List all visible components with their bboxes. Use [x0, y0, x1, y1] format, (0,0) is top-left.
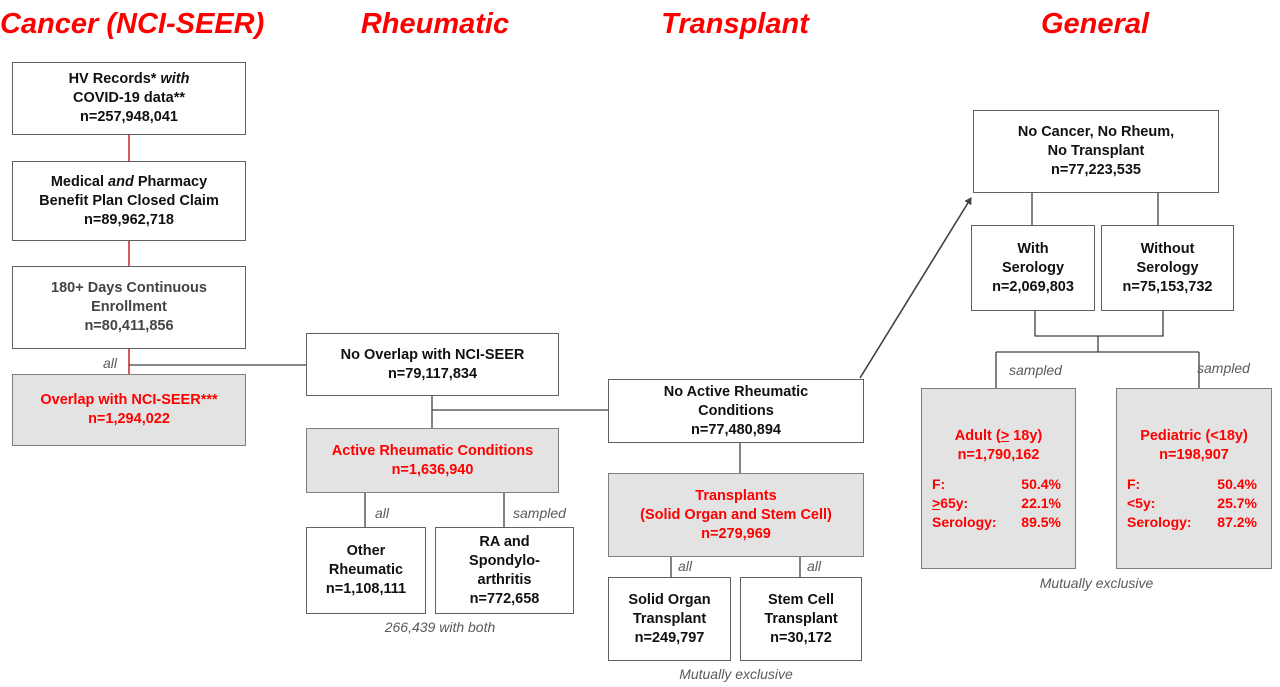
- pediatric-stat-under5: <5y:25.7%: [1127, 495, 1257, 511]
- solid-organ-line2: Transplant: [632, 610, 707, 627]
- transplants-line1: Transplants: [695, 487, 777, 504]
- no-cancer-count: n=77,223,535: [1051, 162, 1141, 178]
- other-rheum-line2: Rheumatic: [328, 562, 404, 578]
- pediatric-box: Pediatric (<18y) n=198,907 F:50.4% <5y:2…: [1116, 388, 1272, 569]
- solid-organ-count: n=249,797: [634, 629, 705, 646]
- enrollment-box: 180+ Days Continuous Enrollment n=80,411…: [12, 266, 246, 349]
- without-serology-count: n=75,153,732: [1122, 278, 1213, 295]
- enrollment-line1: 180+ Days Continuous: [51, 280, 207, 296]
- closed-claim-line2: Benefit Plan Closed Claim: [39, 192, 219, 209]
- label-all-rheum: all: [375, 505, 390, 521]
- without-serology-line1: Without: [1140, 240, 1195, 257]
- ra-spondylo-line1: RA and: [479, 533, 530, 550]
- label-both-note: 266,439 with both: [384, 619, 496, 635]
- enrollment-count: n=80,411,856: [84, 318, 174, 334]
- pediatric-count: n=198,907: [1159, 447, 1229, 463]
- active-rheum-line1: Active Rheumatic Conditions: [331, 442, 534, 459]
- transplants-box: Transplants (Solid Organ and Stem Cell) …: [608, 473, 864, 557]
- adult-stat-female: F:50.4%: [932, 476, 1061, 492]
- no-overlap-seer-box: No Overlap with NCI-SEER n=79,117,834: [306, 333, 559, 396]
- title-transplant: Transplant: [661, 8, 809, 40]
- label-sampled-rheum: sampled: [513, 505, 566, 521]
- bracket-sampled-split: [995, 351, 1200, 388]
- label-mutually-exclusive-general: Mutually exclusive: [1039, 575, 1154, 591]
- solid-organ-line1: Solid Organ: [628, 591, 711, 608]
- adult-stat-serology: Serology:89.5%: [932, 514, 1061, 530]
- stem-cell-box: Stem Cell Transplant n=30,172: [740, 577, 862, 661]
- bracket-serology-merge: [1034, 311, 1164, 352]
- no-active-rheum-line2: Conditions: [698, 402, 774, 419]
- adult-box: Adult (> 18y) n=1,790,162 F:50.4% >65y:2…: [921, 388, 1076, 569]
- ra-spondylo-line2: Spondylo-: [469, 552, 540, 569]
- active-rheum-box: Active Rheumatic Conditions n=1,636,940: [306, 428, 559, 493]
- closed-claim-box: Medical and Pharmacy Benefit Plan Closed…: [12, 161, 246, 241]
- hv-records-count: n=257,948,041: [80, 109, 178, 125]
- pediatric-stat-serology: Serology:87.2%: [1127, 514, 1257, 530]
- adult-stats: F:50.4% >65y:22.1% Serology:89.5%: [922, 475, 1075, 532]
- label-sampled-pediatric: sampled: [1197, 360, 1250, 376]
- stem-cell-line2: Transplant: [764, 610, 838, 627]
- ra-spondylo-count: n=772,658: [469, 590, 540, 607]
- active-rheum-count: n=1,636,940: [391, 461, 474, 478]
- closed-claim-line1: Medical and Pharmacy: [50, 173, 208, 190]
- no-overlap-seer-count: n=79,117,834: [387, 365, 478, 382]
- overlap-seer-count: n=1,294,022: [88, 411, 170, 427]
- line-no-cancer-to-serology: [1031, 193, 1159, 225]
- other-rheum-line1: Other: [346, 543, 386, 559]
- no-cancer-box: No Cancer, No Rheum, No Transplant n=77,…: [973, 110, 1219, 193]
- title-general: General: [1041, 8, 1149, 40]
- hv-records-box: HV Records* with COVID-19 data** n=257,9…: [12, 62, 246, 135]
- title-cancer: Cancer (NCI-SEER): [0, 8, 265, 40]
- with-serology-line2: Serology: [1001, 259, 1065, 276]
- pediatric-stats: F:50.4% <5y:25.7% Serology:87.2%: [1117, 475, 1271, 532]
- closed-claim-count: n=89,962,718: [84, 211, 174, 228]
- no-cancer-line1: No Cancer, No Rheum,: [1017, 124, 1175, 140]
- label-mutually-exclusive-transplant: Mutually exclusive: [679, 666, 793, 682]
- label-all-stem: all: [807, 558, 822, 574]
- adult-stat-65y: >65y:22.1%: [932, 495, 1061, 511]
- ra-spondylo-line3: arthritis: [477, 571, 532, 588]
- label-all-solid: all: [678, 558, 693, 574]
- without-serology-line2: Serology: [1136, 259, 1199, 276]
- overlap-seer-box: Overlap with NCI-SEER*** n=1,294,022: [12, 374, 246, 446]
- ra-spondylo-box: RA and Spondylo- arthritis n=772,658: [435, 527, 574, 614]
- pediatric-stat-female: F:50.4%: [1127, 476, 1257, 492]
- other-rheum-count: n=1,108,111: [325, 581, 407, 597]
- transplants-line2: (Solid Organ and Stem Cell): [640, 506, 832, 523]
- with-serology-box: With Serology n=2,069,803: [971, 225, 1095, 311]
- stem-cell-count: n=30,172: [770, 629, 832, 646]
- no-overlap-seer-line1: No Overlap with NCI-SEER: [340, 346, 525, 363]
- transplants-count: n=279,969: [701, 525, 771, 542]
- no-cancer-line2: No Transplant: [1047, 143, 1145, 159]
- adult-label: Adult (> 18y): [954, 428, 1043, 444]
- hv-records-line2: COVID-19 data**: [72, 90, 185, 106]
- without-serology-box: Without Serology n=75,153,732: [1101, 225, 1234, 311]
- overlap-seer-line1: Overlap with NCI-SEER***: [40, 392, 218, 408]
- stem-cell-line1: Stem Cell: [767, 591, 835, 608]
- hv-records-line1: HV Records* with: [68, 71, 190, 87]
- title-rheumatic: Rheumatic: [360, 8, 510, 40]
- label-all-cancer: all: [103, 355, 118, 371]
- enrollment-line2: Enrollment: [91, 299, 167, 315]
- solid-organ-box: Solid Organ Transplant n=249,797: [608, 577, 731, 661]
- with-serology-count: n=2,069,803: [992, 278, 1074, 295]
- label-sampled-adult: sampled: [1009, 362, 1062, 378]
- adult-count: n=1,790,162: [957, 447, 1040, 463]
- no-active-rheum-box: No Active Rheumatic Conditions n=77,480,…: [608, 379, 864, 443]
- with-serology-line1: With: [1017, 240, 1049, 257]
- arrow-to-no-cancer: [859, 197, 972, 379]
- other-rheum-box: Other Rheumatic n=1,108,111: [306, 527, 426, 614]
- no-active-rheum-count: n=77,480,894: [691, 421, 781, 438]
- no-active-rheum-line1: No Active Rheumatic: [663, 383, 809, 400]
- pediatric-label: Pediatric (<18y): [1140, 428, 1248, 444]
